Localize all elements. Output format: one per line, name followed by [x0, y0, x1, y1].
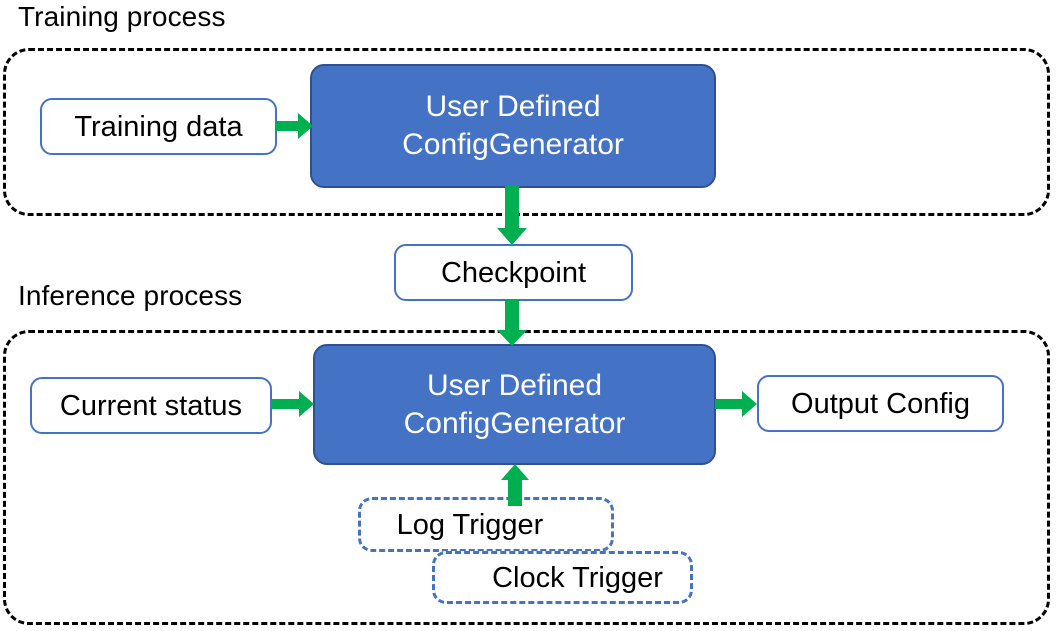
node-config-generator-training[interactable]: User Defined ConfigGenerator	[310, 64, 716, 188]
node-log-trigger[interactable]: Log Trigger	[358, 497, 614, 552]
node-config-generator-training-line1: User Defined	[425, 90, 601, 123]
node-config-generator-inference-line2: ConfigGenerator	[403, 406, 626, 440]
node-output-config[interactable]: Output Config	[757, 375, 1004, 432]
arrow-checkpoint-to-config-generator	[497, 299, 528, 347]
node-output-config-label: Output Config	[791, 387, 970, 420]
arrow-config-generator-to-checkpoint	[497, 186, 528, 246]
node-training-data[interactable]: Training data	[40, 98, 277, 155]
arrow-training-data-to-config-generator	[276, 112, 314, 140]
process-container-training	[3, 48, 1050, 216]
node-checkpoint-label: Checkpoint	[440, 256, 587, 289]
node-current-status[interactable]: Current status	[30, 377, 272, 434]
arrow-current-status-to-config-generator	[271, 390, 315, 418]
section-label-inference: Inference process	[18, 280, 243, 311]
node-checkpoint[interactable]: Checkpoint	[394, 244, 633, 301]
node-log-trigger-label: Log Trigger	[396, 508, 544, 541]
arrow-trigger-to-config-generator	[501, 464, 531, 506]
node-current-status-label: Current status	[59, 389, 243, 422]
node-config-generator-inference-line1: User Defined	[426, 368, 603, 402]
section-label-training: Training process	[18, 1, 226, 32]
node-config-generator-inference[interactable]: User Defined ConfigGenerator	[313, 344, 716, 465]
arrow-config-generator-to-output-config	[715, 390, 759, 418]
node-clock-trigger-label: Clock Trigger	[492, 561, 663, 594]
node-config-generator-training-line2: ConfigGenerator	[402, 128, 624, 161]
node-clock-trigger[interactable]: Clock Trigger	[432, 551, 693, 604]
process-container-inference	[3, 330, 1050, 625]
node-training-data-label: Training data	[74, 110, 243, 143]
